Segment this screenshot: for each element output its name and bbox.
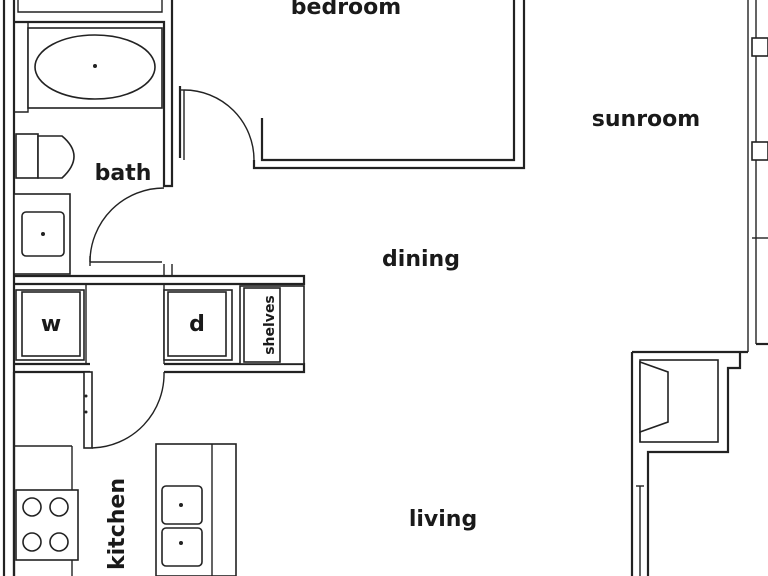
washer <box>15 289 85 361</box>
kitchen-island <box>155 443 237 576</box>
bath-door[interactable] <box>89 187 165 266</box>
shelves-unit <box>239 285 305 365</box>
dining-label: dining <box>382 247 460 272</box>
living-label: living <box>409 507 477 532</box>
fireplace <box>630 352 719 576</box>
outer-left-wall <box>2 0 16 576</box>
stove <box>15 489 79 561</box>
top-closet <box>17 0 163 13</box>
bedroom-label: bedroom <box>291 0 401 20</box>
bathtub <box>27 27 163 109</box>
bedroom-walls <box>170 0 526 170</box>
bath-sink <box>13 193 71 275</box>
dryer <box>163 289 233 361</box>
sunroom-label: sunroom <box>592 107 700 132</box>
dryer-label: d <box>189 312 205 337</box>
bedroom-door[interactable] <box>180 89 255 161</box>
living-window-wall <box>636 485 644 576</box>
sunroom-window-wall <box>632 0 768 576</box>
toilet <box>15 133 75 179</box>
washer-label: w <box>41 312 61 337</box>
bath-label: bath <box>95 161 152 186</box>
laundry-door[interactable] <box>83 371 165 449</box>
kitchen-label: kitchen <box>105 478 130 570</box>
shelves-label: shelves <box>262 295 278 355</box>
